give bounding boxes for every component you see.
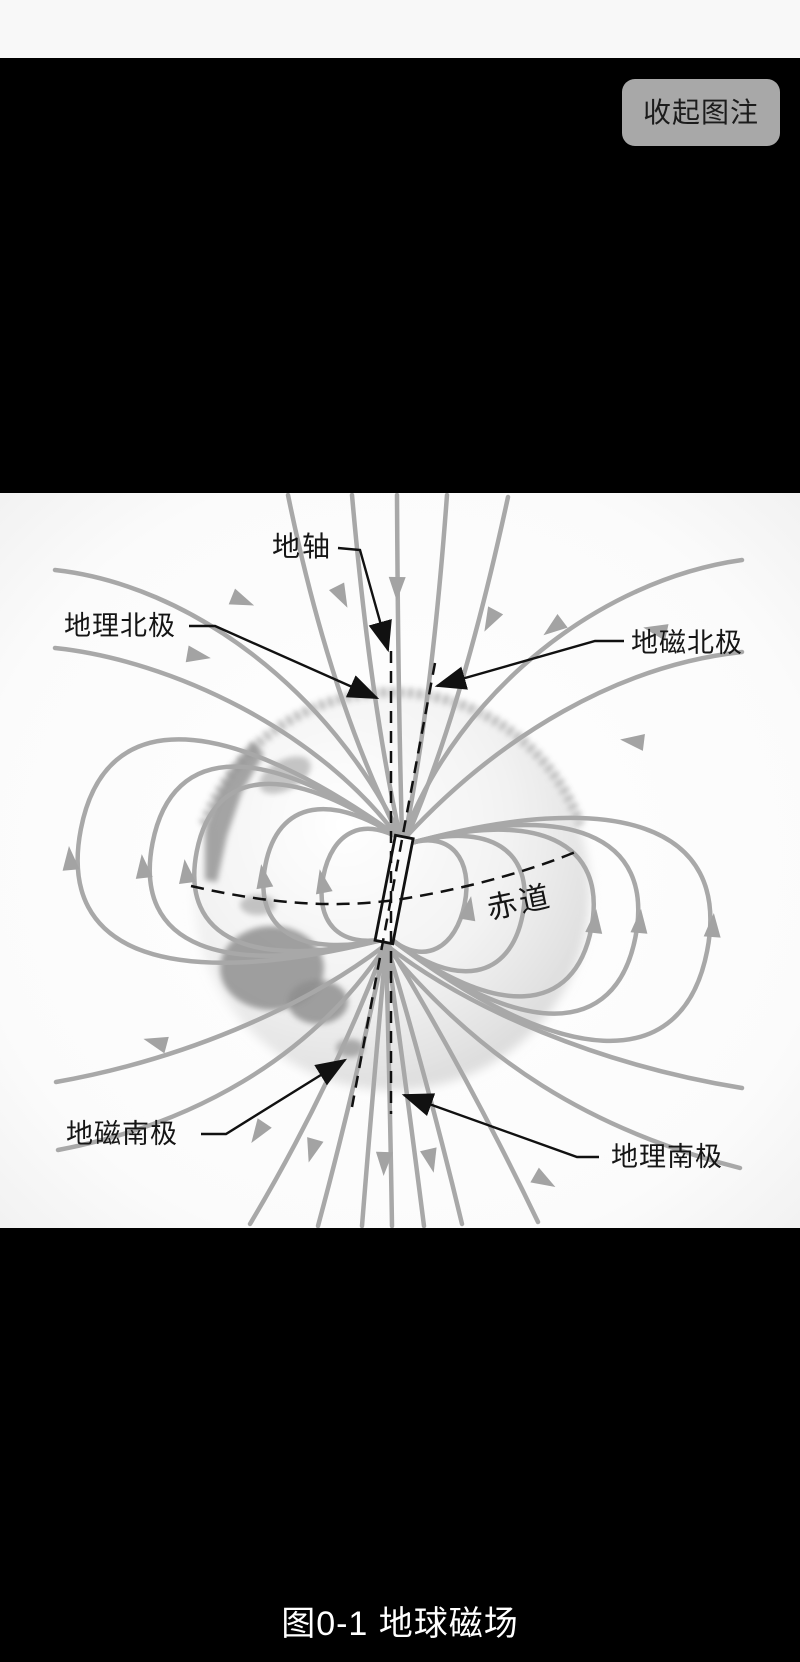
earth-axis-pointer — [337, 546, 392, 653]
figure-caption: 图0-1 地球磁场 — [281, 1605, 519, 1643]
geomagnetic-north-pointer — [434, 639, 624, 690]
figure-image[interactable]: 地轴 地理北极 地磁北极 赤道 地磁南极 地理南极 — [0, 492, 800, 1229]
label-geomagnetic-south: 地磁南极 — [66, 1119, 178, 1149]
equator-line — [190, 848, 581, 906]
figure-svg: 地轴 地理北极 地磁北极 赤道 地磁南极 地理南极 — [0, 492, 800, 1229]
label-geomagnetic-north: 地磁北极 — [631, 628, 743, 658]
annotation-pointers — [189, 546, 624, 1159]
geographic-south-pointer — [401, 1093, 599, 1159]
collapse-caption-button[interactable]: 收起图注 — [622, 79, 780, 146]
label-earth-axis: 地轴 — [272, 531, 332, 563]
label-geographic-north: 地理北极 — [64, 611, 176, 641]
geographic-north-pointer — [189, 624, 380, 700]
status-bar — [0, 0, 800, 58]
magnetic-axis-line — [350, 662, 437, 1108]
geomagnetic-south-pointer — [201, 1058, 348, 1136]
label-geographic-south: 地理南极 — [611, 1142, 723, 1172]
